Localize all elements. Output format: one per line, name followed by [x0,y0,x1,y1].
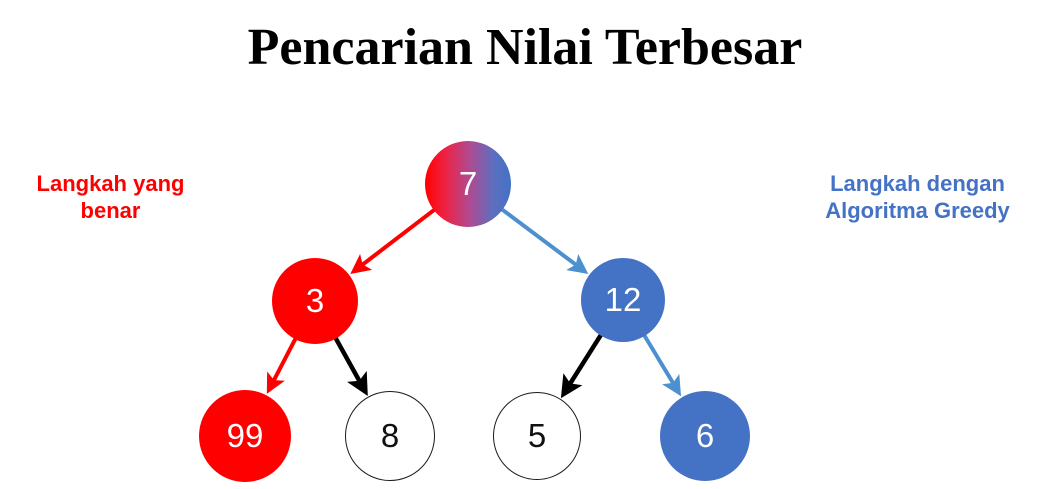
tree-node-label: 8 [380,416,400,454]
tree-node-label: 3 [305,281,325,319]
edge-7-to-12 [499,206,589,274]
edge-3-to-8 [332,335,368,397]
tree-node-label: 99 [226,416,264,454]
legend-label-greedy-steps: Langkah dengan Algoritma Greedy [825,171,1010,223]
tree-node-99[interactable]: 99 [199,390,291,482]
tree-node-5[interactable]: 5 [493,392,581,480]
tree-node-label: 5 [527,416,547,454]
edge-3-to-99 [266,336,298,394]
tree-node-8[interactable]: 8 [345,391,435,481]
tree-node-12[interactable]: 12 [581,258,665,342]
edge-7-to-3 [350,207,437,275]
edge-12-to-6 [641,333,682,397]
tree-node-label: 12 [604,280,642,318]
legend-label-correct-steps: Langkah yang benar [36,171,185,223]
tree-node-label: 6 [695,416,715,454]
tree-node-6[interactable]: 6 [660,391,750,481]
edge-12-to-5 [560,332,604,399]
page-title: Pencarian Nilai Terbesar [247,19,803,76]
tree-node-7[interactable]: 7 [425,141,511,227]
tree-node-label: 7 [458,164,478,202]
tree-node-3[interactable]: 3 [272,258,358,344]
